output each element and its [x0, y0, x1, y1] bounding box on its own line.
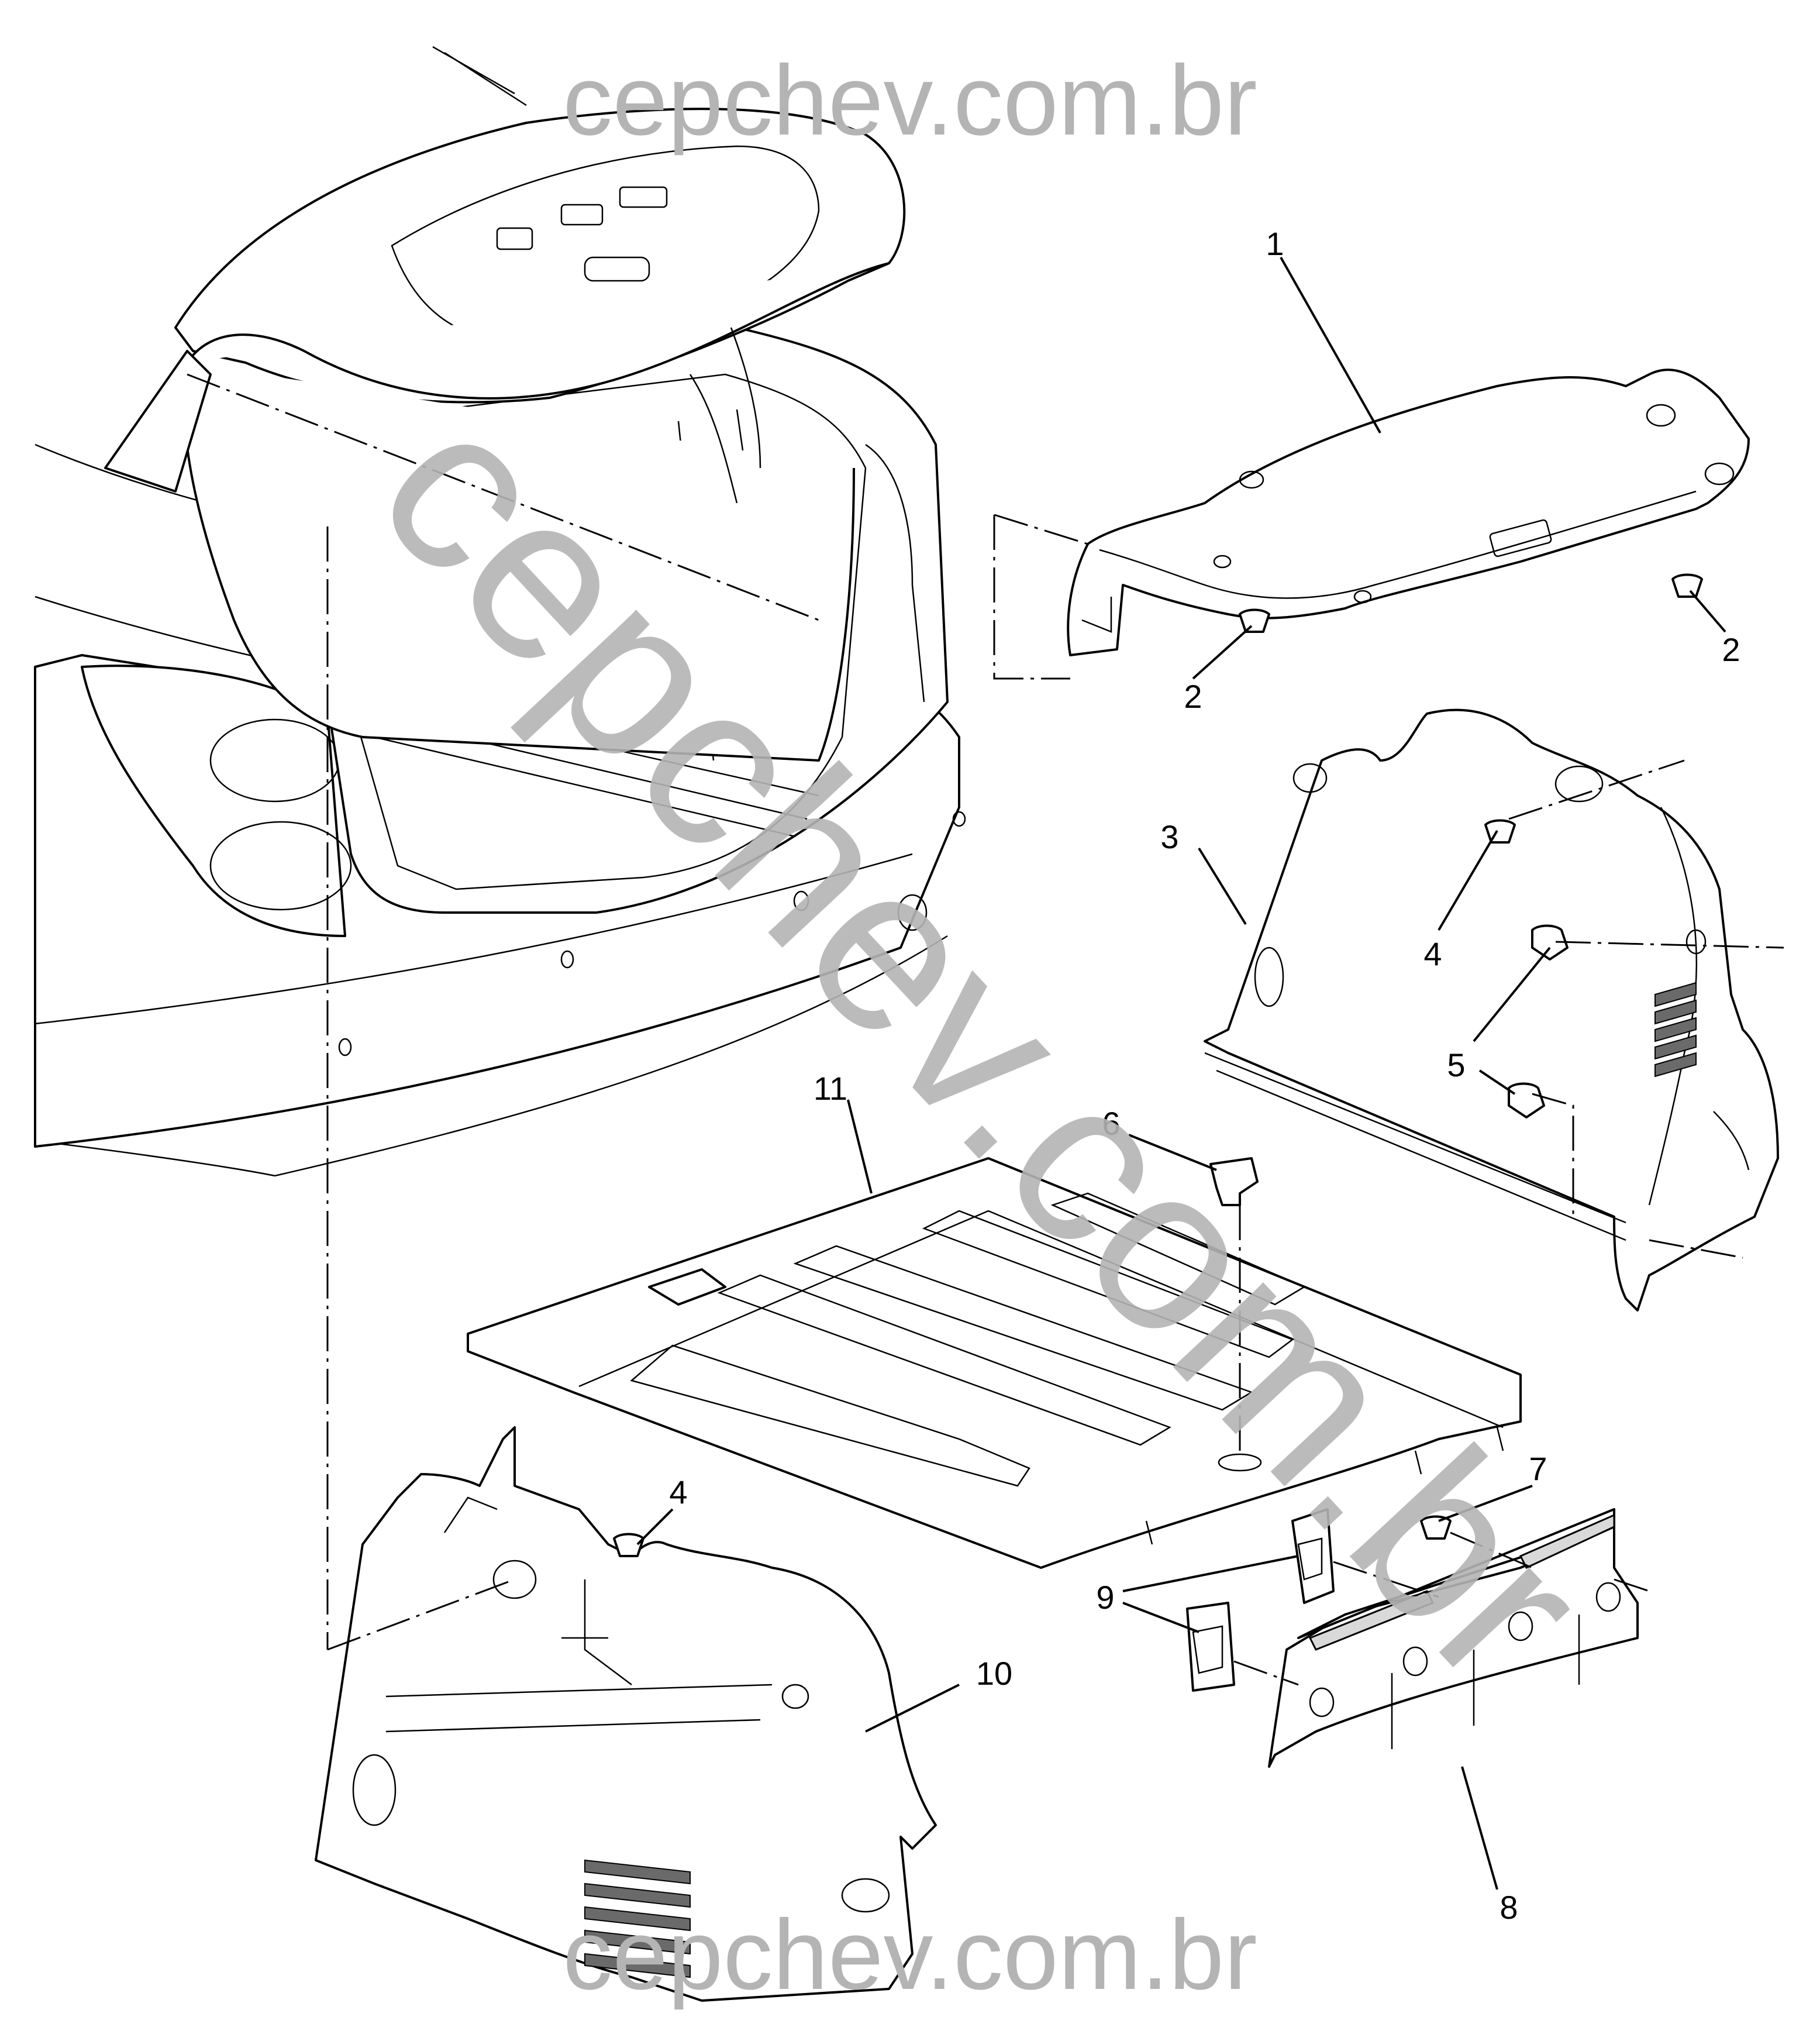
- watermark-bottom: cepchev.com.br: [563, 1899, 1257, 2011]
- part-2-push-pin-retainer-right: [1671, 573, 1703, 598]
- callout-3: 3: [1160, 818, 1178, 855]
- part-7-sill-fastener: [1420, 1515, 1452, 1540]
- part-4-push-pin-retainer-right: [1484, 819, 1516, 844]
- callout-4-left: 4: [669, 1474, 687, 1510]
- callout-leaders: [636, 257, 1726, 1890]
- part-9-clip-upper: [1291, 1508, 1335, 1604]
- callout-5: 5: [1447, 1047, 1465, 1083]
- part-9-clip-lower: [1186, 1602, 1235, 1692]
- callout-2-right: 2: [1722, 631, 1740, 668]
- callout-10: 10: [976, 1655, 1012, 1692]
- callout-6: 6: [1102, 1105, 1120, 1142]
- part-2-push-pin-retainer-left: [1239, 608, 1270, 633]
- alignment-lines: [187, 373, 1784, 1686]
- callout-7: 7: [1529, 1450, 1547, 1487]
- callout-9: 9: [1096, 1579, 1114, 1616]
- part-3-right-trunk-side-trim: [1204, 708, 1779, 1312]
- callout-8: 8: [1500, 1889, 1518, 1926]
- callout-4-right: 4: [1423, 935, 1442, 972]
- watermark-top: cepchev.com.br: [563, 45, 1257, 156]
- callout-11: 11: [814, 1070, 847, 1107]
- part-8-rear-sill-plate: [1268, 1508, 1639, 1768]
- callout-2-left: 2: [1184, 678, 1202, 715]
- callout-labels: 1 2 2 3 4 5 11 6 4 7 9 10 8: [669, 225, 1740, 1926]
- vehicle-rear-body: [34, 46, 966, 1177]
- part-10-vent-grille: [584, 1859, 691, 1978]
- part-5-retainer-lower: [1508, 1082, 1545, 1118]
- callout-1: 1: [1266, 225, 1284, 262]
- part-4-push-pin-retainer-left: [613, 1533, 644, 1557]
- part-10-left-trunk-side-trim: [315, 1426, 937, 2002]
- part-5-retainer-upper: [1531, 924, 1569, 961]
- part-11-trunk-floor-panel: [467, 1157, 1522, 1569]
- part-6-floor-panel-handle: [1209, 1157, 1259, 1206]
- part-1-rear-window-panel-trim: [1067, 369, 1750, 656]
